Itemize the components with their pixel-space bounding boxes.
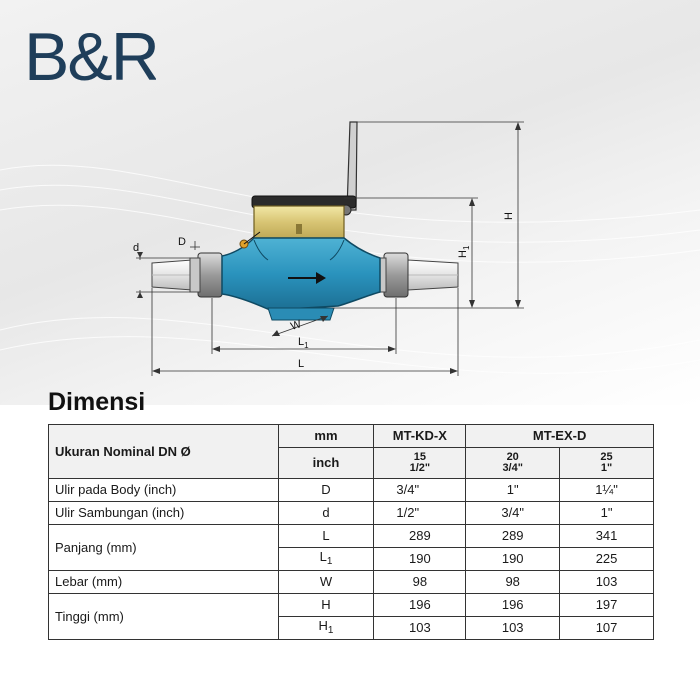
header-nominal-label: Ukuran Nominal DN Ø xyxy=(48,424,279,479)
row-symbol: L1 xyxy=(277,547,375,571)
size-cell: 25 1" xyxy=(559,447,654,479)
inlet-fitting xyxy=(151,252,223,298)
water-meter-drawing: d D H H1 W L1 L xyxy=(0,121,700,376)
row-value: 289 xyxy=(465,524,561,548)
row-value: 196 xyxy=(373,593,467,617)
row-value: 196 xyxy=(465,593,561,617)
brand-logo-svg: B&R xyxy=(24,19,160,95)
row-value: 103 xyxy=(465,616,561,640)
row-symbol: H1 xyxy=(277,616,375,640)
outlet-fitting xyxy=(377,252,459,298)
row-symbol: W xyxy=(277,570,375,594)
row-value: 197 xyxy=(559,593,654,617)
header-inch: inch xyxy=(277,447,375,479)
size-inch: 1" xyxy=(600,462,613,474)
row-value: 103 xyxy=(559,570,654,594)
table-row: Panjang (mm) L 289 289 341 xyxy=(48,524,654,571)
table-row: H1 103 103 107 xyxy=(49,616,654,640)
dimension-arrowheads xyxy=(137,122,521,374)
dim-label-H1: H1 xyxy=(457,245,471,258)
row-symbol: D xyxy=(277,478,375,502)
row-value: 190 xyxy=(373,547,467,571)
meter-body xyxy=(221,237,381,311)
size-mm: 15 xyxy=(413,451,426,463)
dim-label-W: W xyxy=(289,318,303,333)
header-model-kd: MT-KD-X xyxy=(373,424,467,448)
size-inch: 1/2" xyxy=(409,462,431,474)
table-header-row: Ukuran Nominal DN Ø mm MT-KD-X MT-EX-D xyxy=(48,424,654,479)
dim-label-d: d xyxy=(133,242,139,254)
table-size-row: inch 15 1/2" 20 3/4" 25 1" xyxy=(49,447,654,479)
table-row: Lebar (mm) W 98 98 103 xyxy=(48,570,654,594)
row-label: Ulir Sambungan (inch) xyxy=(48,501,279,525)
dim-label-L1: L1 xyxy=(298,336,309,350)
dim-label-D: D xyxy=(178,236,186,248)
row-value: 98 xyxy=(373,570,467,594)
row-value: 1" xyxy=(465,478,561,502)
row-symbol: d xyxy=(277,501,375,525)
row-label: Tinggi (mm) xyxy=(48,593,279,640)
row-label: Lebar (mm) xyxy=(48,570,279,594)
dim-label-L: L xyxy=(298,358,304,370)
row-value: 98 xyxy=(465,570,561,594)
water-meter-dimension-diagram: d D H H1 W L1 L xyxy=(0,100,700,400)
size-mm: 20 xyxy=(506,451,519,463)
meter-base xyxy=(267,307,335,321)
row-value: 3/4" xyxy=(373,478,467,502)
size-mm: 25 xyxy=(600,451,613,463)
size-cell: 15 1/2" xyxy=(373,447,467,479)
row-value: 1¼" xyxy=(559,478,654,502)
row-value: 1/2" xyxy=(373,501,467,525)
row-value: 225 xyxy=(559,547,654,571)
row-symbol: L xyxy=(277,524,375,548)
row-value: 103 xyxy=(373,616,467,640)
row-value: 3/4" xyxy=(465,501,561,525)
row-value: 107 xyxy=(559,616,654,640)
row-label: Ulir pada Body (inch) xyxy=(48,478,279,502)
row-symbol: H xyxy=(277,593,375,617)
flow-direction-arrow-icon xyxy=(288,272,326,284)
table-row: Ulir pada Body (inch) D 3/4" 1" 1¼" xyxy=(48,478,654,502)
size-cell: 20 3/4" xyxy=(465,447,561,479)
header-model-ex: MT-EX-D xyxy=(465,424,654,448)
header-mm: mm xyxy=(277,424,375,448)
table-row: Tinggi (mm) H 196 196 197 xyxy=(48,593,654,640)
row-value: 289 xyxy=(373,524,467,548)
dimension-table: Ukuran Nominal DN Ø mm MT-KD-X MT-EX-D i… xyxy=(48,424,654,640)
register-seal xyxy=(296,224,302,234)
meter-lid xyxy=(251,121,358,216)
brand-logo: B&R xyxy=(24,18,160,95)
row-label: Panjang (mm) xyxy=(48,524,279,571)
dim-label-H: H xyxy=(503,212,515,220)
row-value: 341 xyxy=(559,524,654,548)
size-inch: 3/4" xyxy=(502,462,523,474)
dimension-lines xyxy=(136,121,524,376)
row-value: 190 xyxy=(465,547,561,571)
section-title: Dimensi xyxy=(48,388,146,416)
table-row: Ulir Sambungan (inch) d 1/2" 3/4" 1" xyxy=(48,501,654,525)
brand-logo-text: B&R xyxy=(24,19,156,94)
row-value: 1" xyxy=(559,501,654,525)
